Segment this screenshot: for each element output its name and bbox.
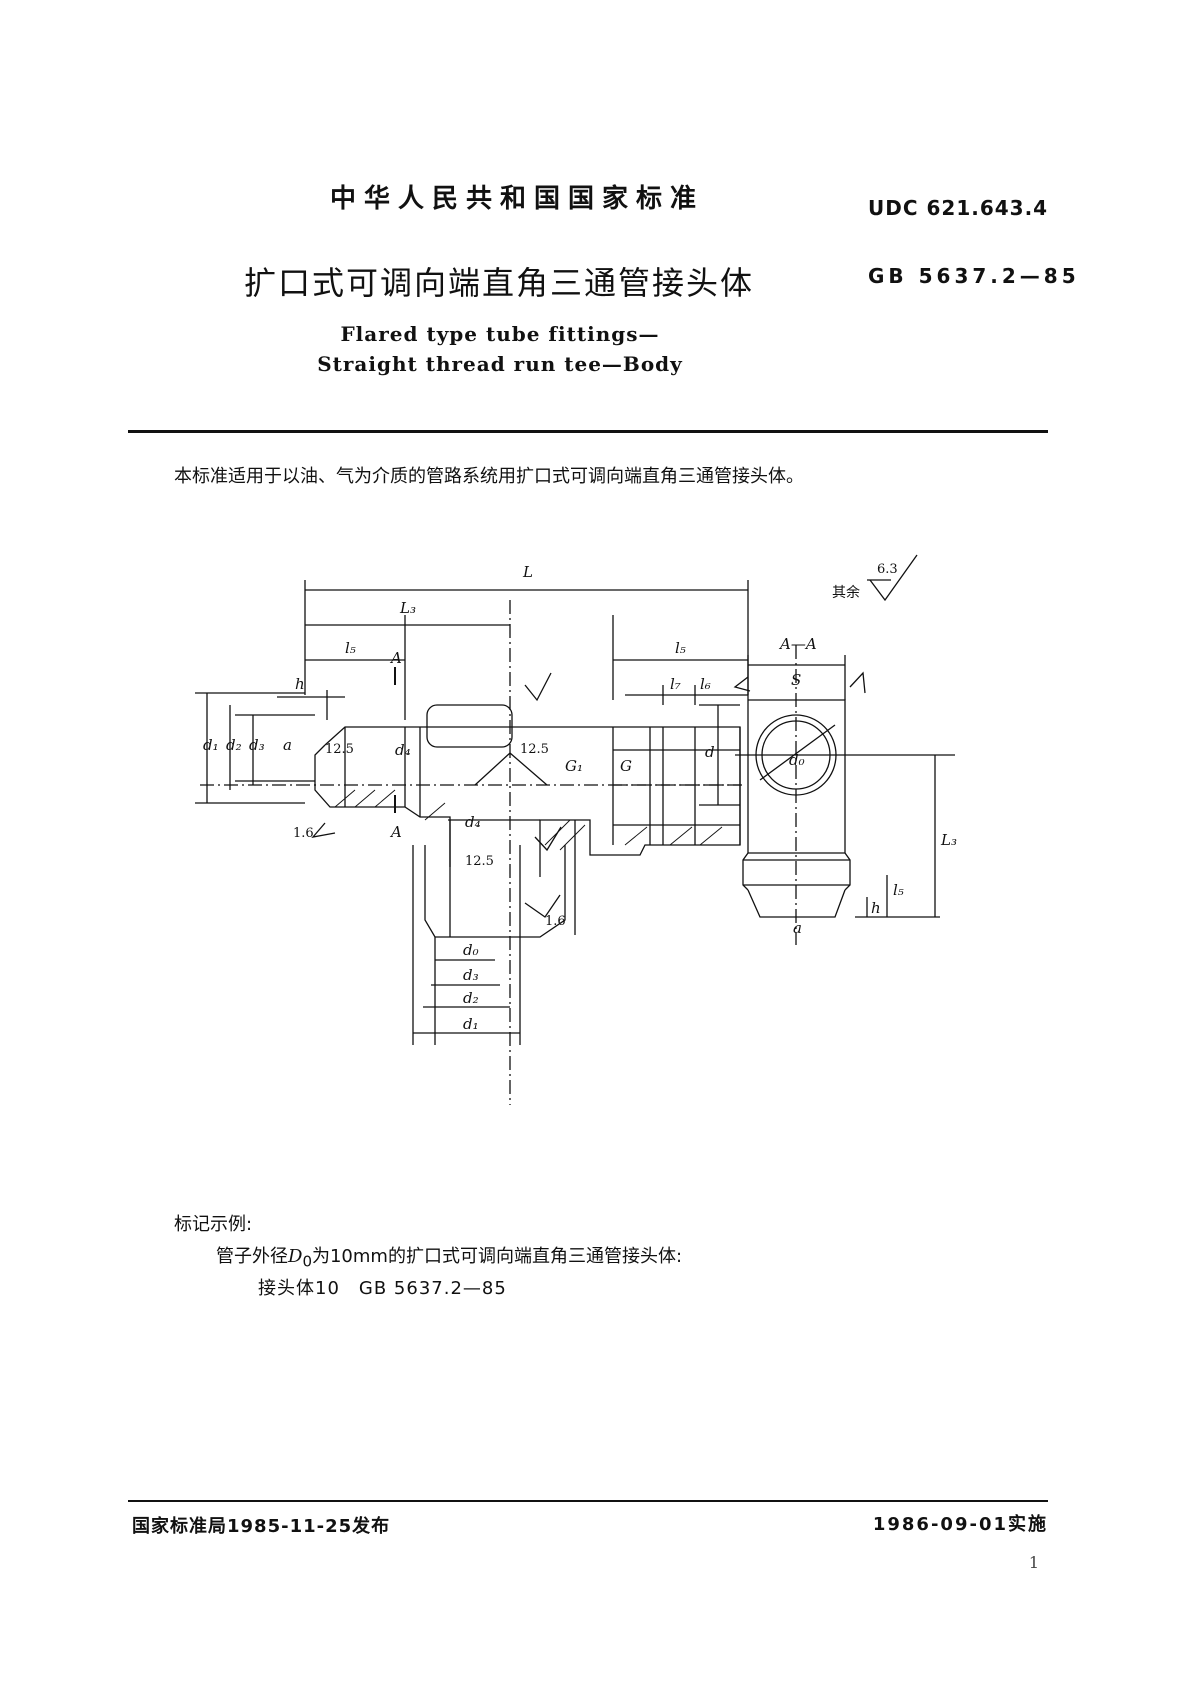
label-l7: l₇	[670, 675, 681, 693]
roughness-note-value: 6.3	[877, 562, 898, 577]
label-l6: l₆	[700, 675, 711, 693]
label-a-left: a	[283, 736, 292, 754]
label-d2-bottom: d₂	[463, 989, 479, 1007]
label-h: h	[295, 675, 305, 693]
standard-org-heading: 中华人民共和国国家标准	[330, 184, 705, 214]
label-d0-section: d₀	[789, 751, 805, 769]
scope-text: 本标准适用于以油、气为介质的管路系统用扩口式可调向端直角三通管接头体。	[174, 466, 804, 487]
title-cn: 扩口式可调向端直角三通管接头体	[244, 264, 755, 302]
label-l5-section: l₅	[893, 881, 904, 899]
title-en-line1: Flared type tube fittings—	[340, 322, 660, 346]
marking-example: 接头体10 GB 5637.2—85	[258, 1278, 507, 1299]
label-section-a-bottom: A	[389, 823, 402, 841]
roughness-12-5-mid: 12.5	[520, 742, 549, 757]
roughness-12-5-left: 12.5	[325, 742, 354, 757]
marking-desc-symbol: D	[288, 1246, 303, 1267]
gb-code: GB 5637.2—85	[868, 264, 1080, 288]
label-d-right: d	[705, 743, 715, 761]
label-L: L	[522, 563, 533, 581]
main-body-outline	[200, 704, 745, 877]
marking-desc-sub: 0	[302, 1252, 312, 1271]
marking-desc-post: 为10mm的扩口式可调向端直角三通管接头体:	[311, 1246, 683, 1267]
label-d4-branch: d₄	[465, 813, 481, 831]
label-S: S	[791, 671, 801, 689]
label-G: G	[620, 757, 632, 775]
roughness-note	[867, 554, 918, 602]
marking-description: 管子外径D0为10mm的扩口式可调向端直角三通管接头体:	[216, 1242, 682, 1271]
label-L3: L₃	[399, 599, 416, 617]
footer-divider	[128, 1500, 1048, 1502]
label-a-section: a	[793, 919, 802, 937]
effective-date: 1986-09-01实施	[872, 1514, 1048, 1535]
roughness-1-6-branch: 1.6	[545, 914, 566, 929]
label-G1: G₁	[565, 757, 583, 775]
marking-title: 标记示例:	[174, 1214, 253, 1235]
page-number: 1	[1028, 1553, 1039, 1572]
tee-body-drawing: L L₃ l₅ h A A l₅ l₇ l₆ A—A S d₀ d₁ d₂ d₃…	[195, 554, 957, 1105]
section-aa-outline	[733, 645, 955, 945]
issued-date: 国家标准局1985-11-25发布	[132, 1516, 391, 1537]
label-h-section: h	[871, 899, 881, 917]
branch-outline	[412, 752, 576, 1045]
label-d0-bottom: d₀	[463, 941, 479, 959]
marking-desc-pre: 管子外径	[216, 1246, 288, 1267]
roughness-1-6-left: 1.6	[293, 826, 314, 841]
label-section-aa: A—A	[778, 635, 817, 653]
header-divider	[128, 430, 1048, 433]
label-l5-left: l₅	[345, 639, 356, 657]
label-l5-right: l₅	[675, 639, 686, 657]
label-section-a-top: A	[389, 649, 402, 667]
label-d3-left: d₃	[249, 736, 265, 754]
label-d3-bottom: d₃	[463, 966, 479, 984]
roughness-note-label: 其余	[832, 584, 860, 601]
udc-code: UDC 621.643.4	[868, 196, 1049, 220]
roughness-12-5-branch: 12.5	[465, 854, 494, 869]
label-L3-section: L₃	[940, 831, 957, 849]
title-en-line2: Straight thread run tee—Body	[317, 352, 683, 376]
label-d2-left: d₂	[226, 736, 242, 754]
label-d4-left: d₄	[395, 741, 411, 759]
label-d1-bottom: d₁	[463, 1015, 479, 1033]
label-d1-left: d₁	[203, 736, 219, 754]
